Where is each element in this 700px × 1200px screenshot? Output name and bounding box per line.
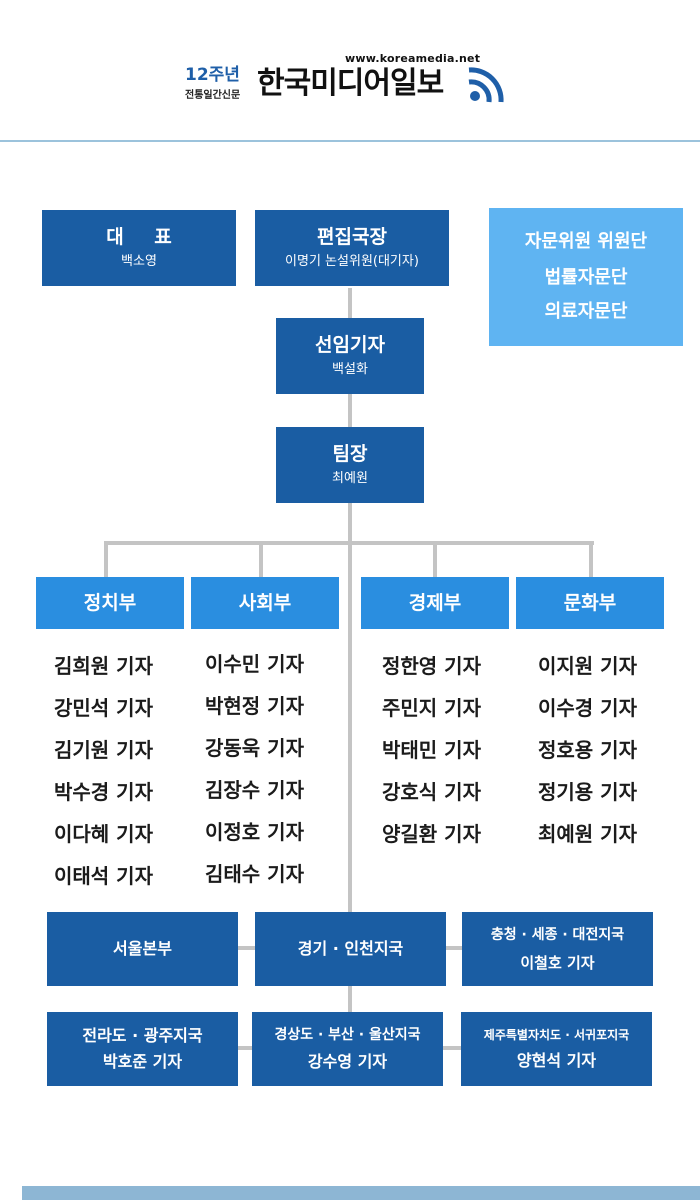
branch-jeju-box: 제주특별자치도 · 서귀포지국 양현석 기자 [461, 1012, 652, 1086]
connector-senior-to-teamlead [348, 393, 352, 429]
logo-url: www.koreamedia.net [345, 52, 481, 65]
logo-anniversary: 12주년 [185, 65, 240, 85]
member-item: 주민지 기자 [382, 696, 481, 720]
header-divider [0, 140, 700, 142]
member-item: 정한영 기자 [382, 654, 481, 678]
dept-name: 경제부 [408, 592, 462, 614]
dept-culture-box: 문화부 [516, 577, 664, 629]
connector-editor-to-senior [348, 288, 352, 320]
branch-name: 전라도 · 광주지국 [82, 1026, 203, 1045]
branch-reporter: 강수영 기자 [307, 1052, 388, 1071]
advisory-box: 자문위원 위원단 법률자문단 의료자문단 [489, 208, 683, 346]
connector-dept-horizontal [104, 541, 594, 545]
member-item: 이정호 기자 [205, 820, 304, 844]
advisory-title: 자문위원 위원단 [524, 231, 648, 252]
branch-chungcheong-box: 충청 · 세종 · 대전지국 이철호 기자 [462, 912, 653, 986]
member-item: 김기원 기자 [54, 738, 153, 762]
branch-reporter: 박호준 기자 [102, 1052, 183, 1071]
dept-culture-members: 이지원 기자 이수경 기자 정호용 기자 정기용 기자 최예원 기자 [538, 652, 637, 862]
branch-gyeongsang-box: 경상도 · 부산 · 울산지국 강수영 기자 [252, 1012, 443, 1086]
team-lead-name: 최예원 [332, 471, 368, 486]
member-item: 정호용 기자 [538, 738, 637, 762]
member-item: 이태석 기자 [54, 864, 153, 888]
senior-reporter-name: 백설화 [332, 362, 368, 377]
branch-jeolla-box: 전라도 · 광주지국 박호준 기자 [47, 1012, 238, 1086]
branch-name: 제주특별자치도 · 서귀포지국 [483, 1028, 630, 1042]
dept-politics-box: 정치부 [36, 577, 184, 629]
branch-reporter: 양현석 기자 [516, 1051, 597, 1070]
ceo-name: 백소영 [121, 254, 157, 269]
member-item: 강민석 기자 [54, 696, 153, 720]
branch-name: 경상도 · 부산 · 울산지국 [274, 1027, 421, 1043]
logo-tagline: 전통일간신문 [185, 90, 241, 101]
ceo-box: 대 표 백소영 [42, 210, 236, 286]
team-lead-box: 팀장 최예원 [276, 427, 424, 503]
logo: www.koreamedia.net 12주년 전통일간신문 한국미디어일보 [185, 52, 515, 112]
dept-name: 사회부 [238, 592, 292, 614]
footer-bar [22, 1186, 700, 1200]
connector-main-trunk [348, 503, 352, 1016]
ceo-title: 대 표 [106, 226, 184, 248]
member-item: 이다혜 기자 [54, 822, 153, 846]
connector-dept-drop-4 [589, 541, 593, 578]
team-lead-title: 팀장 [332, 443, 368, 465]
chief-editor-title: 편집국장 [317, 226, 387, 248]
branch-name: 충청 · 세종 · 대전지국 [490, 927, 625, 943]
member-item: 정기용 기자 [538, 780, 637, 804]
dept-name: 문화부 [563, 592, 617, 614]
dept-economy-box: 경제부 [361, 577, 509, 629]
senior-reporter-box: 선임기자 백설화 [276, 318, 424, 394]
branch-gyeonggi-incheon-box: 경기 · 인천지국 [255, 912, 446, 986]
connector-dept-drop-1 [104, 541, 108, 578]
member-item: 양길환 기자 [382, 822, 481, 846]
member-item: 김희원 기자 [54, 654, 153, 678]
senior-reporter-title: 선임기자 [315, 334, 385, 356]
member-item: 김태수 기자 [205, 862, 304, 886]
chief-editor-box: 편집국장 이명기 논설위원(대기자) [255, 210, 449, 286]
dept-society-members: 이수민 기자 박현정 기자 강동욱 기자 김장수 기자 이정호 기자 김태수 기… [205, 650, 304, 902]
member-item: 박수경 기자 [54, 780, 153, 804]
member-item: 김장수 기자 [205, 778, 304, 802]
advisory-item: 의료자문단 [544, 301, 628, 322]
logo-name: 한국미디어일보 [257, 66, 444, 101]
branch-reporter: 이철호 기자 [520, 954, 595, 972]
member-item: 박태민 기자 [382, 738, 481, 762]
dept-politics-members: 김희원 기자 강민석 기자 김기원 기자 박수경 기자 이다혜 기자 이태석 기… [54, 652, 153, 904]
dept-society-box: 사회부 [191, 577, 339, 629]
member-item: 박현정 기자 [205, 694, 304, 718]
branch-name: 경기 · 인천지국 [297, 939, 404, 958]
connector-dept-drop-3 [433, 541, 437, 578]
member-item: 강호식 기자 [382, 780, 481, 804]
advisory-item: 법률자문단 [544, 267, 628, 288]
dept-name: 정치부 [83, 592, 137, 614]
branch-seoul-box: 서울본부 [47, 912, 238, 986]
member-item: 최예원 기자 [538, 822, 637, 846]
broadcast-wave-icon [468, 67, 504, 103]
chief-editor-name: 이명기 논설위원(대기자) [285, 254, 419, 269]
member-item: 강동욱 기자 [205, 736, 304, 760]
member-item: 이지원 기자 [538, 654, 637, 678]
member-item: 이수경 기자 [538, 696, 637, 720]
connector-dept-drop-2 [259, 541, 263, 578]
dept-economy-members: 정한영 기자 주민지 기자 박태민 기자 강호식 기자 양길환 기자 [382, 652, 481, 862]
member-item: 이수민 기자 [205, 652, 304, 676]
branch-name: 서울본부 [113, 939, 172, 958]
